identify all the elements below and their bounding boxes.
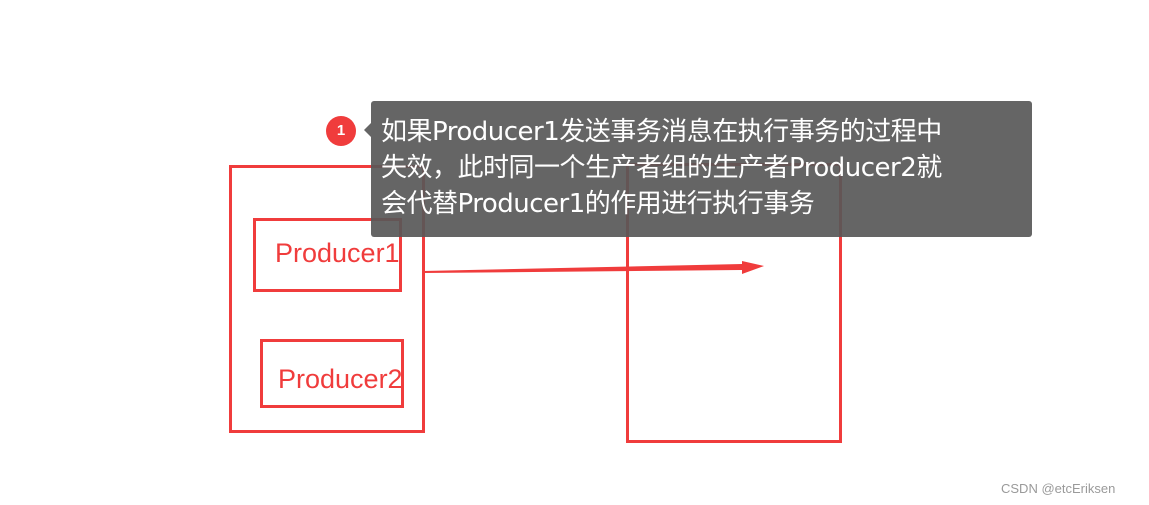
tooltip-line-3: 会代替Producer1的作用进行执行事务 [381,189,815,219]
producer1-label: Producer1 [275,238,400,268]
producer2-label: Producer2 [278,364,403,394]
annotation-badge[interactable]: 1 [326,116,356,146]
tooltip-line-1: 如果Producer1发送事务消息在执行事务的过程中 [381,117,942,147]
watermark: CSDN @etcEriksen [1001,481,1116,496]
annotation-tooltip: 如果Producer1发送事务消息在执行事务的过程中 失效，此时同一个生产者组的… [364,101,1032,237]
producer2-box[interactable] [260,339,404,408]
tooltip-line-2: 失效，此时同一个生产者组的生产者Producer2就 [381,153,942,183]
producer-group-box [229,165,425,433]
producer1-box[interactable] [253,218,402,292]
